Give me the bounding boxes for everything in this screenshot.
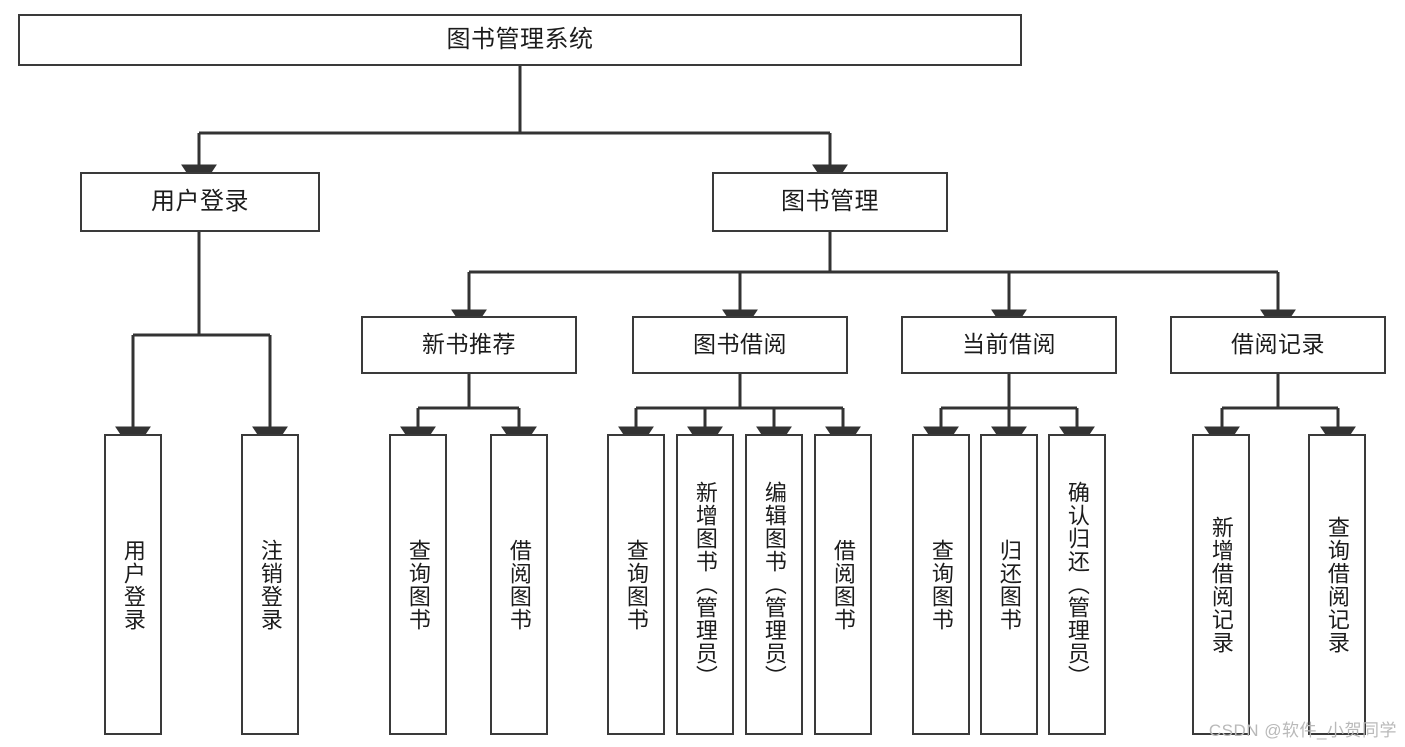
node-leaf-query-book-3[interactable]: 查询图书 xyxy=(912,434,970,735)
node-book-manage-label: 图书管理 xyxy=(781,187,879,215)
node-leaf-confirm-return-label: 确认归还（管理员） xyxy=(1064,481,1090,688)
node-leaf-edit-book[interactable]: 编辑图书（管理员） xyxy=(745,434,803,735)
node-book-manage[interactable]: 图书管理 xyxy=(712,172,948,232)
node-root[interactable]: 图书管理系统 xyxy=(18,14,1022,66)
node-root-label: 图书管理系统 xyxy=(446,25,594,53)
node-leaf-query-book-2[interactable]: 查询图书 xyxy=(607,434,665,735)
watermark-text: CSDN @软件_小贺同学 xyxy=(1208,721,1397,740)
node-leaf-logout[interactable]: 注销登录 xyxy=(241,434,299,735)
node-book-borrow[interactable]: 图书借阅 xyxy=(632,316,848,374)
node-leaf-user-login[interactable]: 用户登录 xyxy=(104,434,162,735)
node-user-login-label: 用户登录 xyxy=(151,187,249,215)
node-leaf-confirm-return[interactable]: 确认归还（管理员） xyxy=(1048,434,1106,735)
node-leaf-add-record-label: 新增借阅记录 xyxy=(1208,515,1234,654)
node-new-book-rec[interactable]: 新书推荐 xyxy=(361,316,577,374)
node-leaf-borrow-book-1-label: 借阅图书 xyxy=(506,538,532,631)
node-current-borrow-label: 当前借阅 xyxy=(962,331,1056,358)
node-new-book-rec-label: 新书推荐 xyxy=(422,331,516,358)
node-leaf-user-login-label: 用户登录 xyxy=(120,538,146,631)
node-book-borrow-label: 图书借阅 xyxy=(693,331,787,358)
node-leaf-return-book-label: 归还图书 xyxy=(996,538,1022,631)
node-leaf-query-book-1[interactable]: 查询图书 xyxy=(389,434,447,735)
node-borrow-record[interactable]: 借阅记录 xyxy=(1170,316,1386,374)
node-user-login[interactable]: 用户登录 xyxy=(80,172,320,232)
node-leaf-logout-label: 注销登录 xyxy=(257,538,283,631)
node-leaf-borrow-book-2-label: 借阅图书 xyxy=(830,538,856,631)
node-leaf-return-book[interactable]: 归还图书 xyxy=(980,434,1038,735)
node-leaf-borrow-book-1[interactable]: 借阅图书 xyxy=(490,434,548,735)
node-leaf-query-book-2-label: 查询图书 xyxy=(623,538,649,631)
node-leaf-add-record[interactable]: 新增借阅记录 xyxy=(1192,434,1250,735)
node-borrow-record-label: 借阅记录 xyxy=(1231,331,1325,358)
node-leaf-query-book-3-label: 查询图书 xyxy=(928,538,954,631)
node-current-borrow[interactable]: 当前借阅 xyxy=(901,316,1117,374)
node-leaf-query-record-label: 查询借阅记录 xyxy=(1324,515,1350,654)
node-leaf-borrow-book-2[interactable]: 借阅图书 xyxy=(814,434,872,735)
node-leaf-add-book[interactable]: 新增图书（管理员） xyxy=(676,434,734,735)
node-leaf-query-book-1-label: 查询图书 xyxy=(405,538,431,631)
node-leaf-query-record[interactable]: 查询借阅记录 xyxy=(1308,434,1366,735)
node-leaf-add-book-label: 新增图书（管理员） xyxy=(692,481,718,688)
node-leaf-edit-book-label: 编辑图书（管理员） xyxy=(761,481,787,688)
